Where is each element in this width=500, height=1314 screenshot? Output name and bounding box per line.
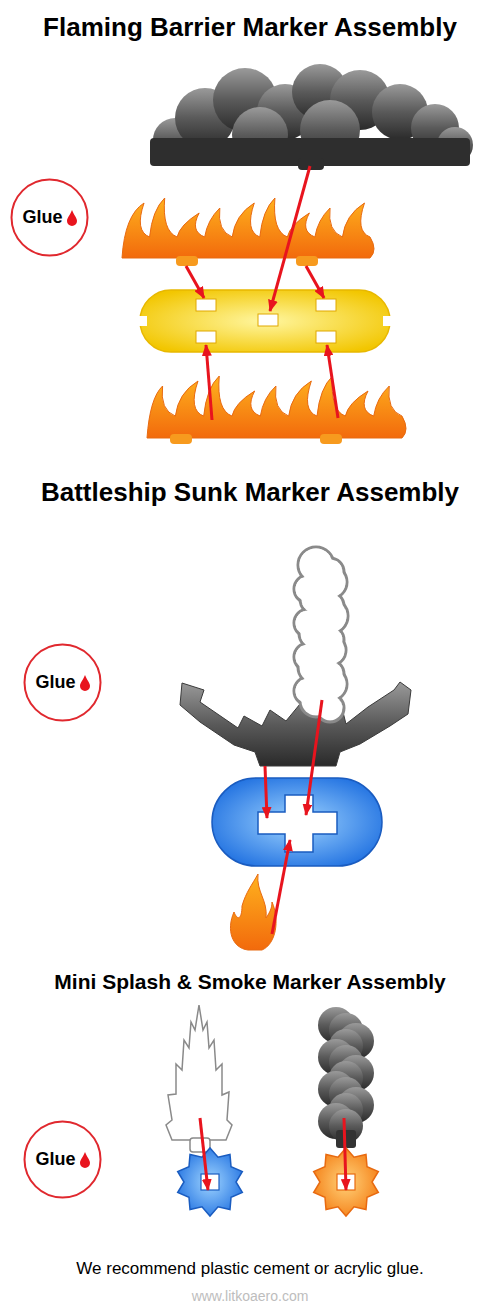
glue-badge: Glue [23, 1120, 102, 1199]
glue-drop [79, 1151, 91, 1169]
flame-strip [147, 376, 406, 438]
glue-drop [79, 674, 91, 692]
glue-badge: Glue [23, 643, 102, 722]
section-title: Flaming Barrier Marker Assembly [0, 12, 500, 43]
glue-label: Glue [35, 672, 75, 693]
watermark: www.litkoaero.com [0, 1288, 500, 1304]
section-title: Mini Splash & Smoke Marker Assembly [0, 970, 500, 994]
smoke-cloud [318, 1007, 374, 1143]
glue-label: Glue [35, 1149, 75, 1170]
glue-drop [66, 209, 78, 227]
glue-badge: Glue [10, 178, 89, 257]
glue-label: Glue [22, 207, 62, 228]
smoke-cloud [294, 547, 348, 722]
section-title: Battleship Sunk Marker Assembly [0, 477, 500, 508]
gear-base [178, 1148, 243, 1216]
caption-note: We recommend plastic cement or acrylic g… [0, 1259, 500, 1279]
flame-strip [122, 198, 374, 258]
